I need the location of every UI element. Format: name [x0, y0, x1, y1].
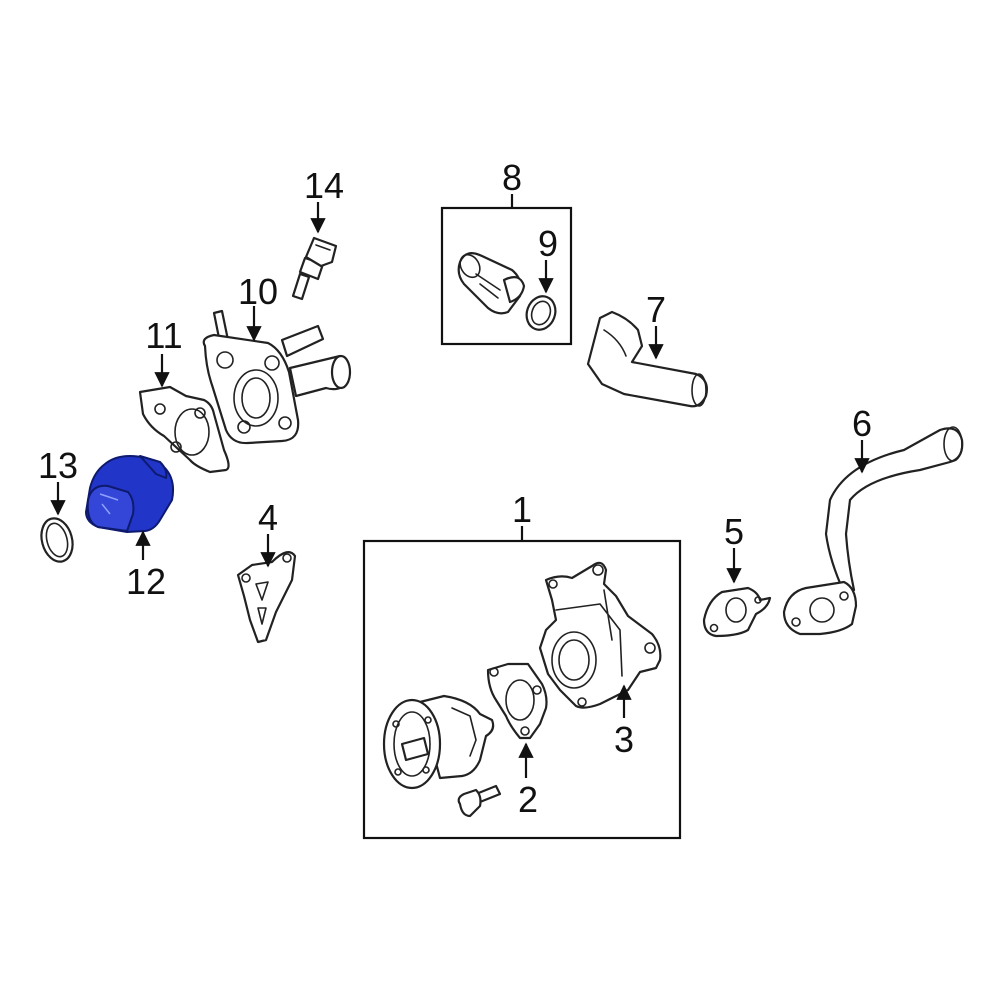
part-10-water-outlet-housing[interactable]: [202, 309, 352, 445]
callout-6: 6: [852, 403, 872, 444]
callout-2: 2: [518, 779, 538, 820]
callout-14: 14: [304, 165, 344, 206]
callout-10: 10: [238, 271, 278, 312]
callout-11: 11: [145, 315, 182, 356]
part-7-water-pipe[interactable]: [586, 310, 708, 408]
leader-lines: [50, 194, 870, 778]
part-1-water-pump-pulley[interactable]: [382, 694, 495, 790]
part-8-thermostat[interactable]: [456, 251, 526, 315]
part-1-pump-bolt[interactable]: [457, 784, 502, 818]
part-2-pump-gasket[interactable]: [486, 662, 548, 740]
thermostat-group-box: [440, 206, 573, 346]
part-3-pump-housing[interactable]: [538, 561, 662, 709]
callout-4: 4: [258, 497, 278, 538]
part-14-temperature-sensor[interactable]: [291, 236, 338, 301]
callout-1: 1: [512, 489, 532, 530]
part-12-water-inlet[interactable]: [85, 455, 175, 533]
part-13-o-ring[interactable]: [37, 515, 77, 565]
callout-3: 3: [614, 719, 634, 760]
callout-7: 7: [646, 289, 666, 330]
part-4-gasket[interactable]: [236, 551, 297, 644]
part-11-gasket[interactable]: [138, 385, 230, 474]
callout-13: 13: [38, 445, 78, 486]
callout-labels: 14 8 9 10 11 7 6 13 12 4 5 1 2 3: [38, 157, 872, 820]
callout-5: 5: [724, 511, 744, 552]
callout-12: 12: [126, 561, 166, 602]
part-6-bypass-pipe[interactable]: [782, 426, 964, 636]
part-5-gasket[interactable]: [702, 586, 772, 638]
part-9-gasket-ring[interactable]: [522, 292, 560, 334]
callout-9: 9: [538, 223, 558, 264]
callout-8: 8: [502, 157, 522, 198]
